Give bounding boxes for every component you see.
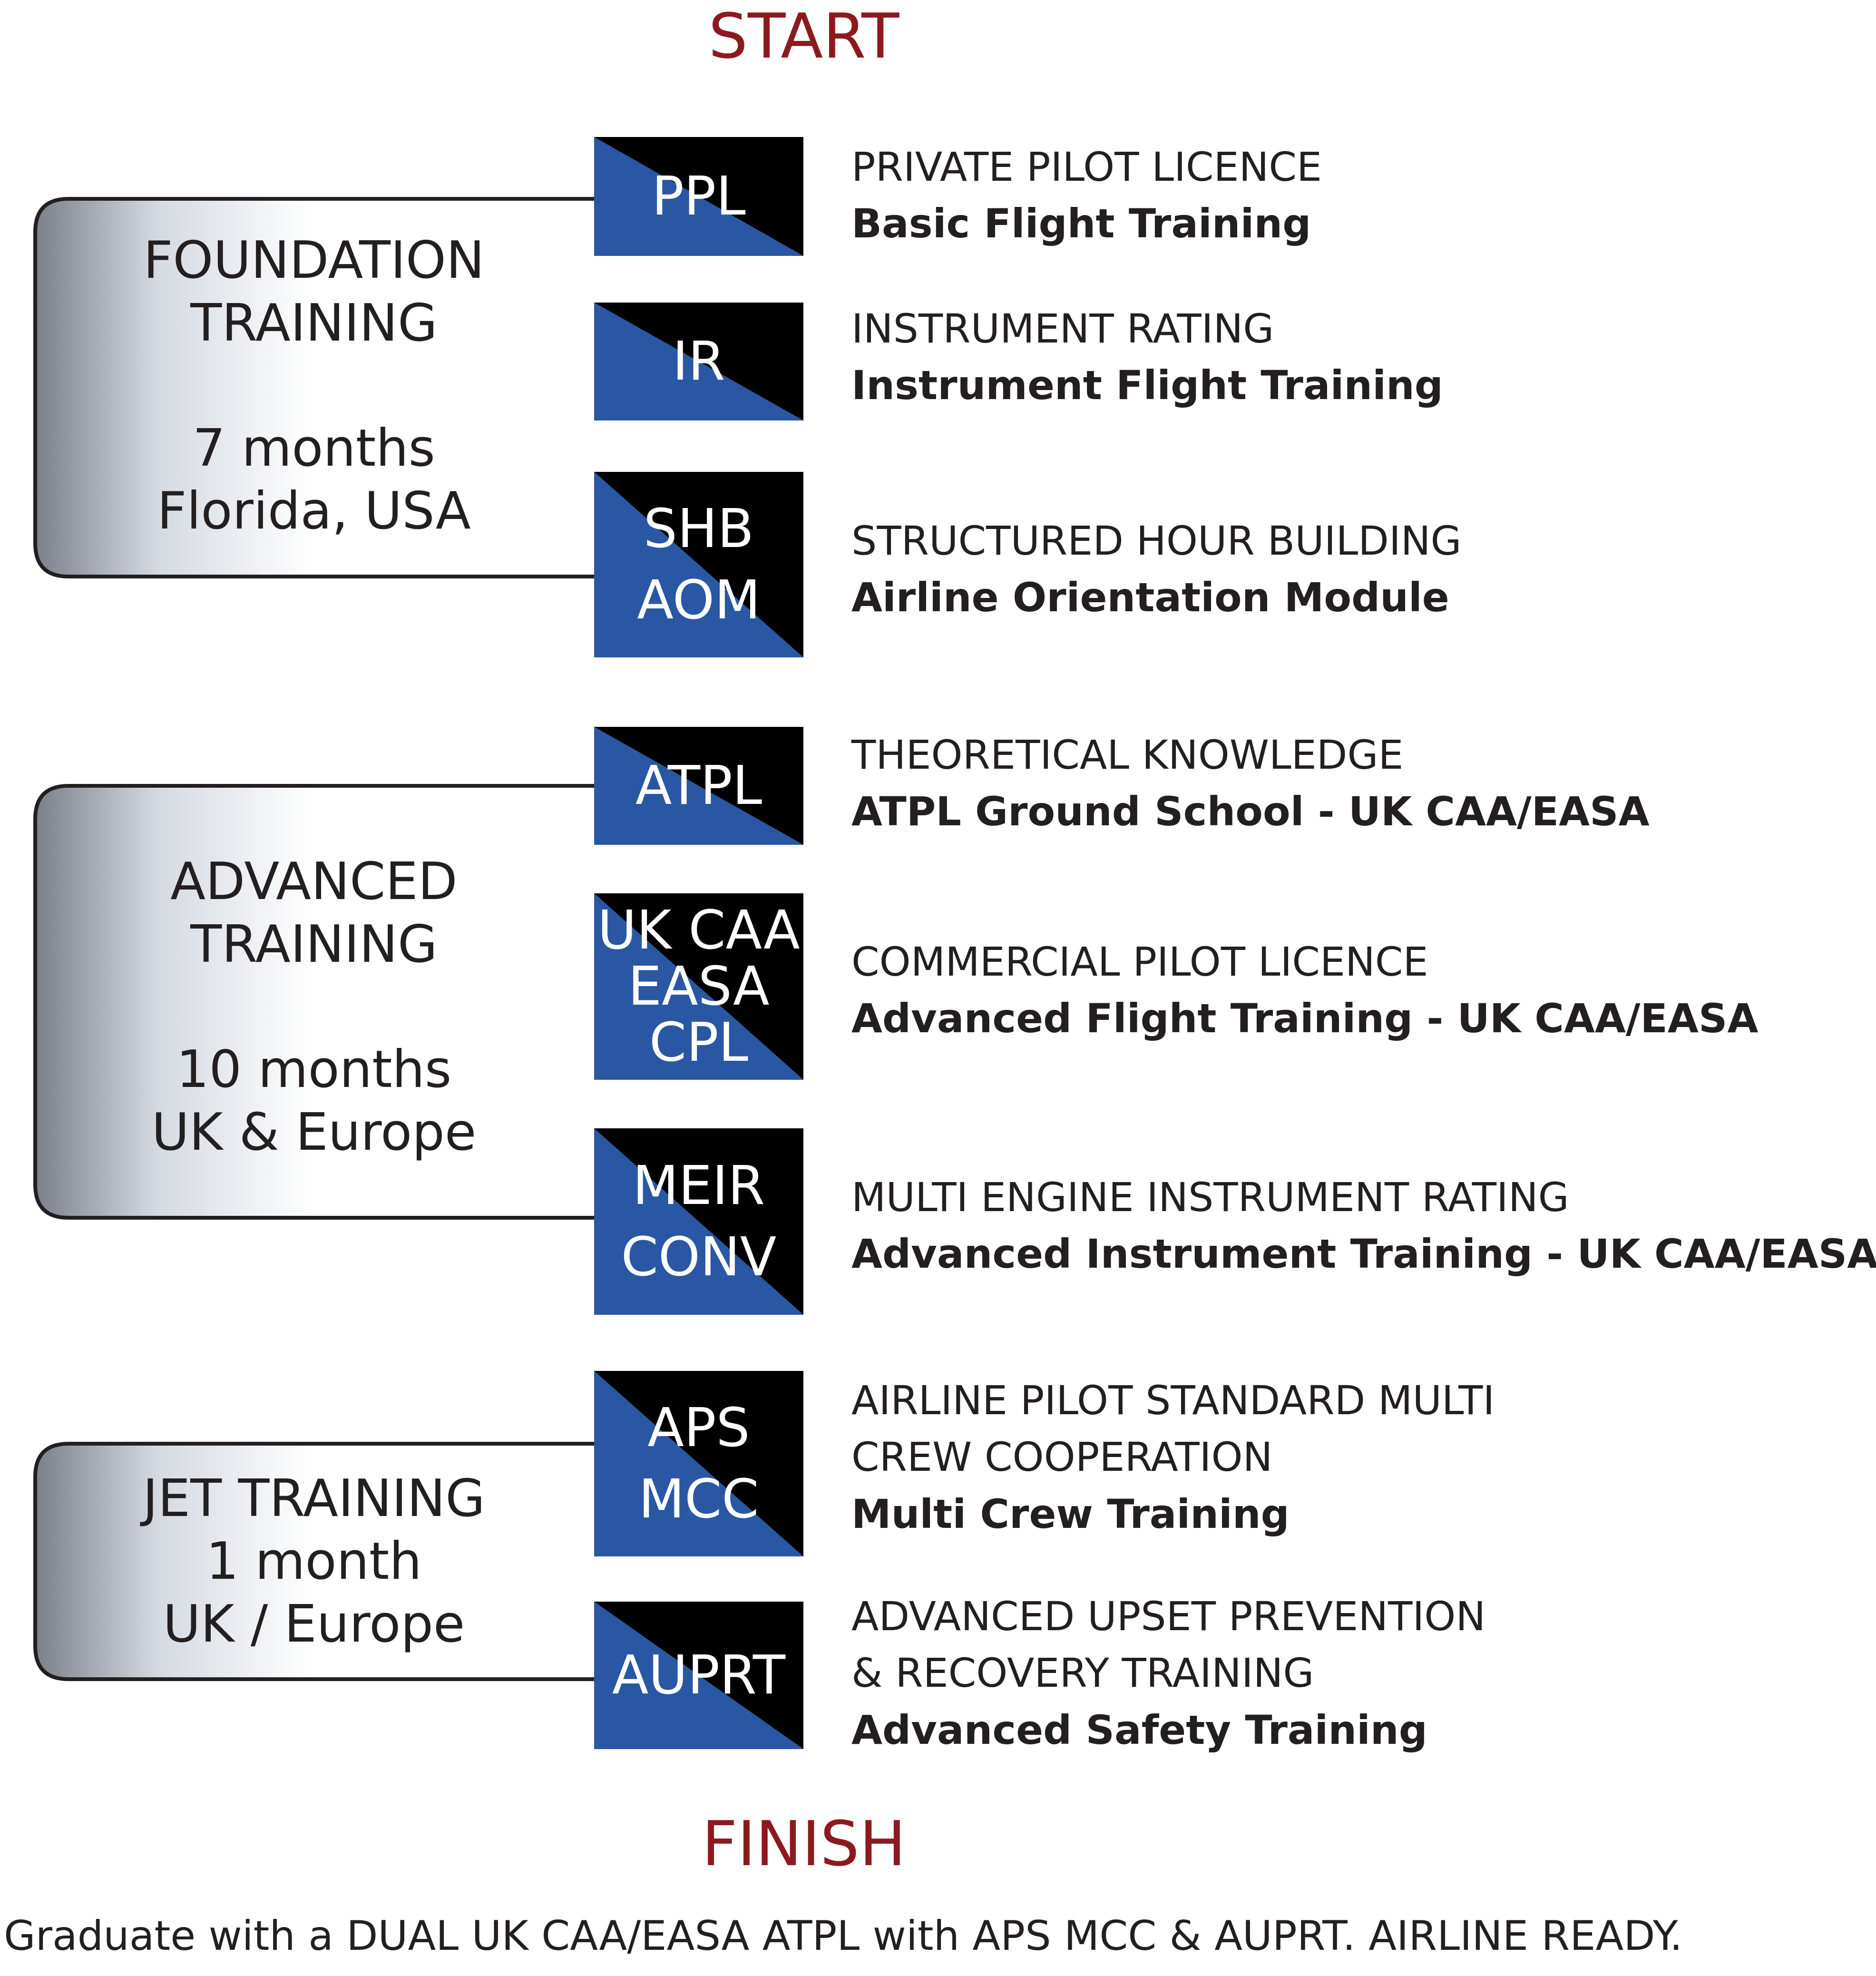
phase-label-line: ADVANCED	[170, 852, 458, 911]
step-code-box: SHB AOM	[594, 472, 803, 657]
step-title: MULTI ENGINE INSTRUMENT RATING	[851, 1174, 1569, 1221]
phase-label-line: FOUNDATION	[143, 231, 485, 290]
step-title: COMMERCIAL PILOT LICENCE	[851, 939, 1428, 985]
phase-label-line: 7 months	[193, 419, 435, 479]
phase-label-line: TRAINING	[190, 293, 438, 353]
step-code-box: PPL	[594, 137, 803, 256]
box-black-triangle	[594, 1602, 803, 1749]
phase-label-line: Florida, USA	[157, 481, 471, 541]
phase-label-line	[38, 355, 590, 418]
step-code: APS	[647, 1397, 750, 1459]
step-code: CPL	[649, 1012, 749, 1074]
step-code: PPL	[652, 166, 746, 227]
step-title: & RECOVERY TRAINING	[851, 1650, 1314, 1697]
step-title: STRUCTURED HOUR BUILDING	[851, 518, 1462, 564]
phase-label-line: UK & Europe	[151, 1103, 477, 1162]
step-title: ADVANCED UPSET PREVENTION	[851, 1593, 1486, 1640]
step-subtitle: Advanced Flight Training - UK CAA/EASA	[851, 995, 1759, 1042]
step-code-box: APS MCC	[594, 1371, 803, 1556]
step-description: STRUCTURED HOUR BUILDING Airline Orientat…	[851, 513, 1462, 626]
step-code: CONV	[621, 1226, 777, 1288]
step-description: ADVANCED UPSET PREVENTION & RECOVERY TRAI…	[851, 1588, 1485, 1759]
step-description: THEORETICAL KNOWLEDGE ATPL Ground School …	[851, 727, 1650, 841]
step-code: MCC	[638, 1468, 759, 1530]
step-title: AIRLINE PILOT STANDARD MULTI	[851, 1377, 1495, 1424]
step-code: IR	[672, 331, 725, 392]
phase-label-line: UK / Europe	[163, 1594, 465, 1654]
step-subtitle: ATPL Ground School - UK CAA/EASA	[851, 788, 1650, 835]
step-code-box: AUPRT	[594, 1602, 803, 1749]
step-code-box: IR	[594, 303, 803, 421]
start-label: START	[708, 0, 899, 72]
finish-label: FINISH	[702, 1808, 906, 1880]
step-title: PRIVATE PILOT LICENCE	[851, 144, 1322, 190]
phase-bracket	[33, 1442, 594, 1681]
step-subtitle: Advanced Safety Training	[851, 1706, 1427, 1753]
phase-label-line: TRAINING	[190, 914, 438, 974]
step-subtitle: Advanced Instrument Training - UK CAA/EA…	[851, 1231, 1876, 1278]
step-description: MULTI ENGINE INSTRUMENT RATING Advanced I…	[851, 1169, 1876, 1283]
step-description: COMMERCIAL PILOT LICENCE Advanced Flight …	[851, 934, 1758, 1047]
box-black-triangle	[594, 727, 803, 845]
step-code: SHB	[643, 498, 754, 560]
phase-bracket	[33, 784, 594, 1220]
box-black-triangle	[594, 137, 803, 256]
step-code-box: MEIR CONV	[594, 1128, 803, 1315]
box-black-triangle	[594, 1128, 803, 1315]
step-code-box: ATPL	[594, 727, 803, 845]
step-code: ATPL	[635, 755, 762, 817]
box-black-triangle	[594, 893, 803, 1080]
footer-summary: Graduate with a DUAL UK CAA/EASA ATPL wi…	[4, 1912, 1683, 1960]
step-code: EASA	[628, 956, 770, 1017]
step-description: AIRLINE PILOT STANDARD MULTI CREW COOPERA…	[851, 1372, 1495, 1543]
step-title: INSTRUMENT RATING	[851, 305, 1274, 352]
step-description: INSTRUMENT RATING Instrument Flight Train…	[851, 301, 1443, 414]
phase-label-line: 10 months	[176, 1040, 452, 1100]
step-subtitle: Instrument Flight Training	[851, 362, 1443, 409]
step-subtitle: Basic Flight Training	[851, 200, 1311, 247]
box-black-triangle	[594, 1371, 803, 1556]
step-code: MEIR	[632, 1155, 765, 1217]
box-black-triangle	[594, 303, 803, 421]
step-title: THEORETICAL KNOWLEDGE	[851, 732, 1404, 778]
step-subtitle: Airline Orientation Module	[851, 574, 1449, 621]
step-code: AOM	[637, 569, 761, 631]
phase-bracket	[33, 197, 594, 578]
step-code: UK CAA	[597, 900, 800, 961]
step-subtitle: Multi Crew Training	[851, 1490, 1290, 1537]
step-title: CREW COOPERATION	[851, 1434, 1273, 1481]
phase-label-line: 1 month	[206, 1531, 422, 1591]
step-description: PRIVATE PILOT LICENCE Basic Flight Traini…	[851, 139, 1322, 253]
phase-label-line: JET TRAINING	[143, 1469, 485, 1528]
box-black-triangle	[594, 472, 803, 657]
step-code: AUPRT	[612, 1644, 786, 1706]
phase-label-line	[38, 976, 590, 1039]
